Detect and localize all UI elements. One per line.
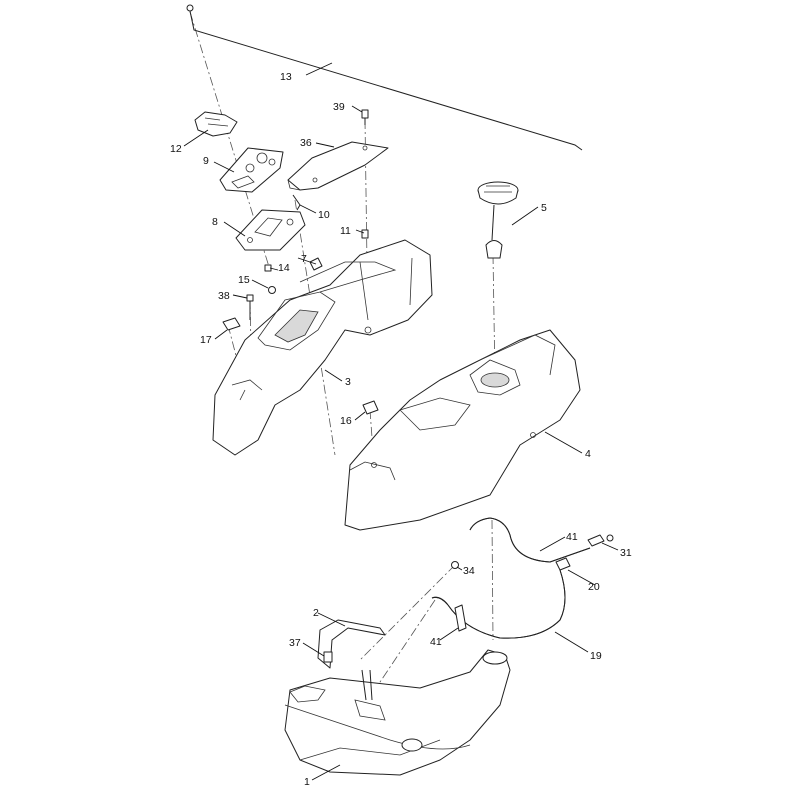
callout-34: 34 xyxy=(463,565,475,577)
callout-labels: 13 39 12 36 9 5 10 8 11 7 14 15 38 17 3 … xyxy=(170,71,632,788)
part-4-tank-cover[interactable] xyxy=(344,329,581,531)
callout-41-lower: 41 xyxy=(430,636,442,648)
part-16-grommet[interactable] xyxy=(362,400,379,415)
callout-11: 11 xyxy=(340,225,351,237)
part-34-clamp[interactable] xyxy=(451,561,459,569)
callout-16: 16 xyxy=(340,415,352,427)
part-20-clamp[interactable] xyxy=(555,557,571,571)
callout-37: 37 xyxy=(289,637,301,649)
part-8-lower-plate[interactable] xyxy=(235,209,306,251)
part-3-fender-console[interactable] xyxy=(212,239,433,456)
callout-31: 31 xyxy=(620,547,632,559)
callout-19: 19 xyxy=(590,650,602,662)
part-17-grommet[interactable] xyxy=(222,317,241,331)
part-5-fuel-cap[interactable] xyxy=(477,181,519,259)
callout-5: 5 xyxy=(541,202,547,214)
callout-1: 1 xyxy=(304,776,310,788)
callout-7: 7 xyxy=(301,253,307,265)
part-9-upper-plate[interactable] xyxy=(219,147,284,193)
part-36-cover-panel[interactable] xyxy=(287,141,389,191)
callout-17: 17 xyxy=(200,334,212,346)
callout-8: 8 xyxy=(212,216,218,228)
part-41-clamp-lower[interactable] xyxy=(454,604,467,632)
part-19-fuel-line-lower[interactable] xyxy=(431,569,566,639)
callout-20: 20 xyxy=(588,581,600,593)
callout-15: 15 xyxy=(238,274,250,286)
callout-10: 10 xyxy=(318,209,330,221)
callout-3: 3 xyxy=(345,376,351,388)
callout-leaders xyxy=(183,62,619,781)
callout-9: 9 xyxy=(203,155,209,167)
part-39-screw[interactable] xyxy=(361,109,369,125)
callout-38: 38 xyxy=(218,290,230,302)
callout-36: 36 xyxy=(300,137,312,149)
part-31-fitting[interactable] xyxy=(587,534,614,547)
callout-41-upper: 41 xyxy=(566,531,578,543)
callout-4: 4 xyxy=(585,448,591,460)
callout-13: 13 xyxy=(280,71,292,83)
part-11-screw[interactable] xyxy=(361,229,369,239)
part-12-knob[interactable] xyxy=(194,111,238,137)
part-1-fuel-tank[interactable] xyxy=(284,649,511,776)
part-13-dipstick-rod[interactable] xyxy=(186,4,583,151)
callout-12: 12 xyxy=(170,143,182,155)
part-38-bolt[interactable] xyxy=(246,294,254,320)
callout-2: 2 xyxy=(313,607,319,619)
part-37-bolt[interactable] xyxy=(323,651,333,663)
part-41-fuel-line-upper[interactable] xyxy=(469,517,591,563)
callout-39: 39 xyxy=(333,101,345,113)
callout-14: 14 xyxy=(278,262,290,274)
part-15-washer[interactable] xyxy=(268,286,276,294)
